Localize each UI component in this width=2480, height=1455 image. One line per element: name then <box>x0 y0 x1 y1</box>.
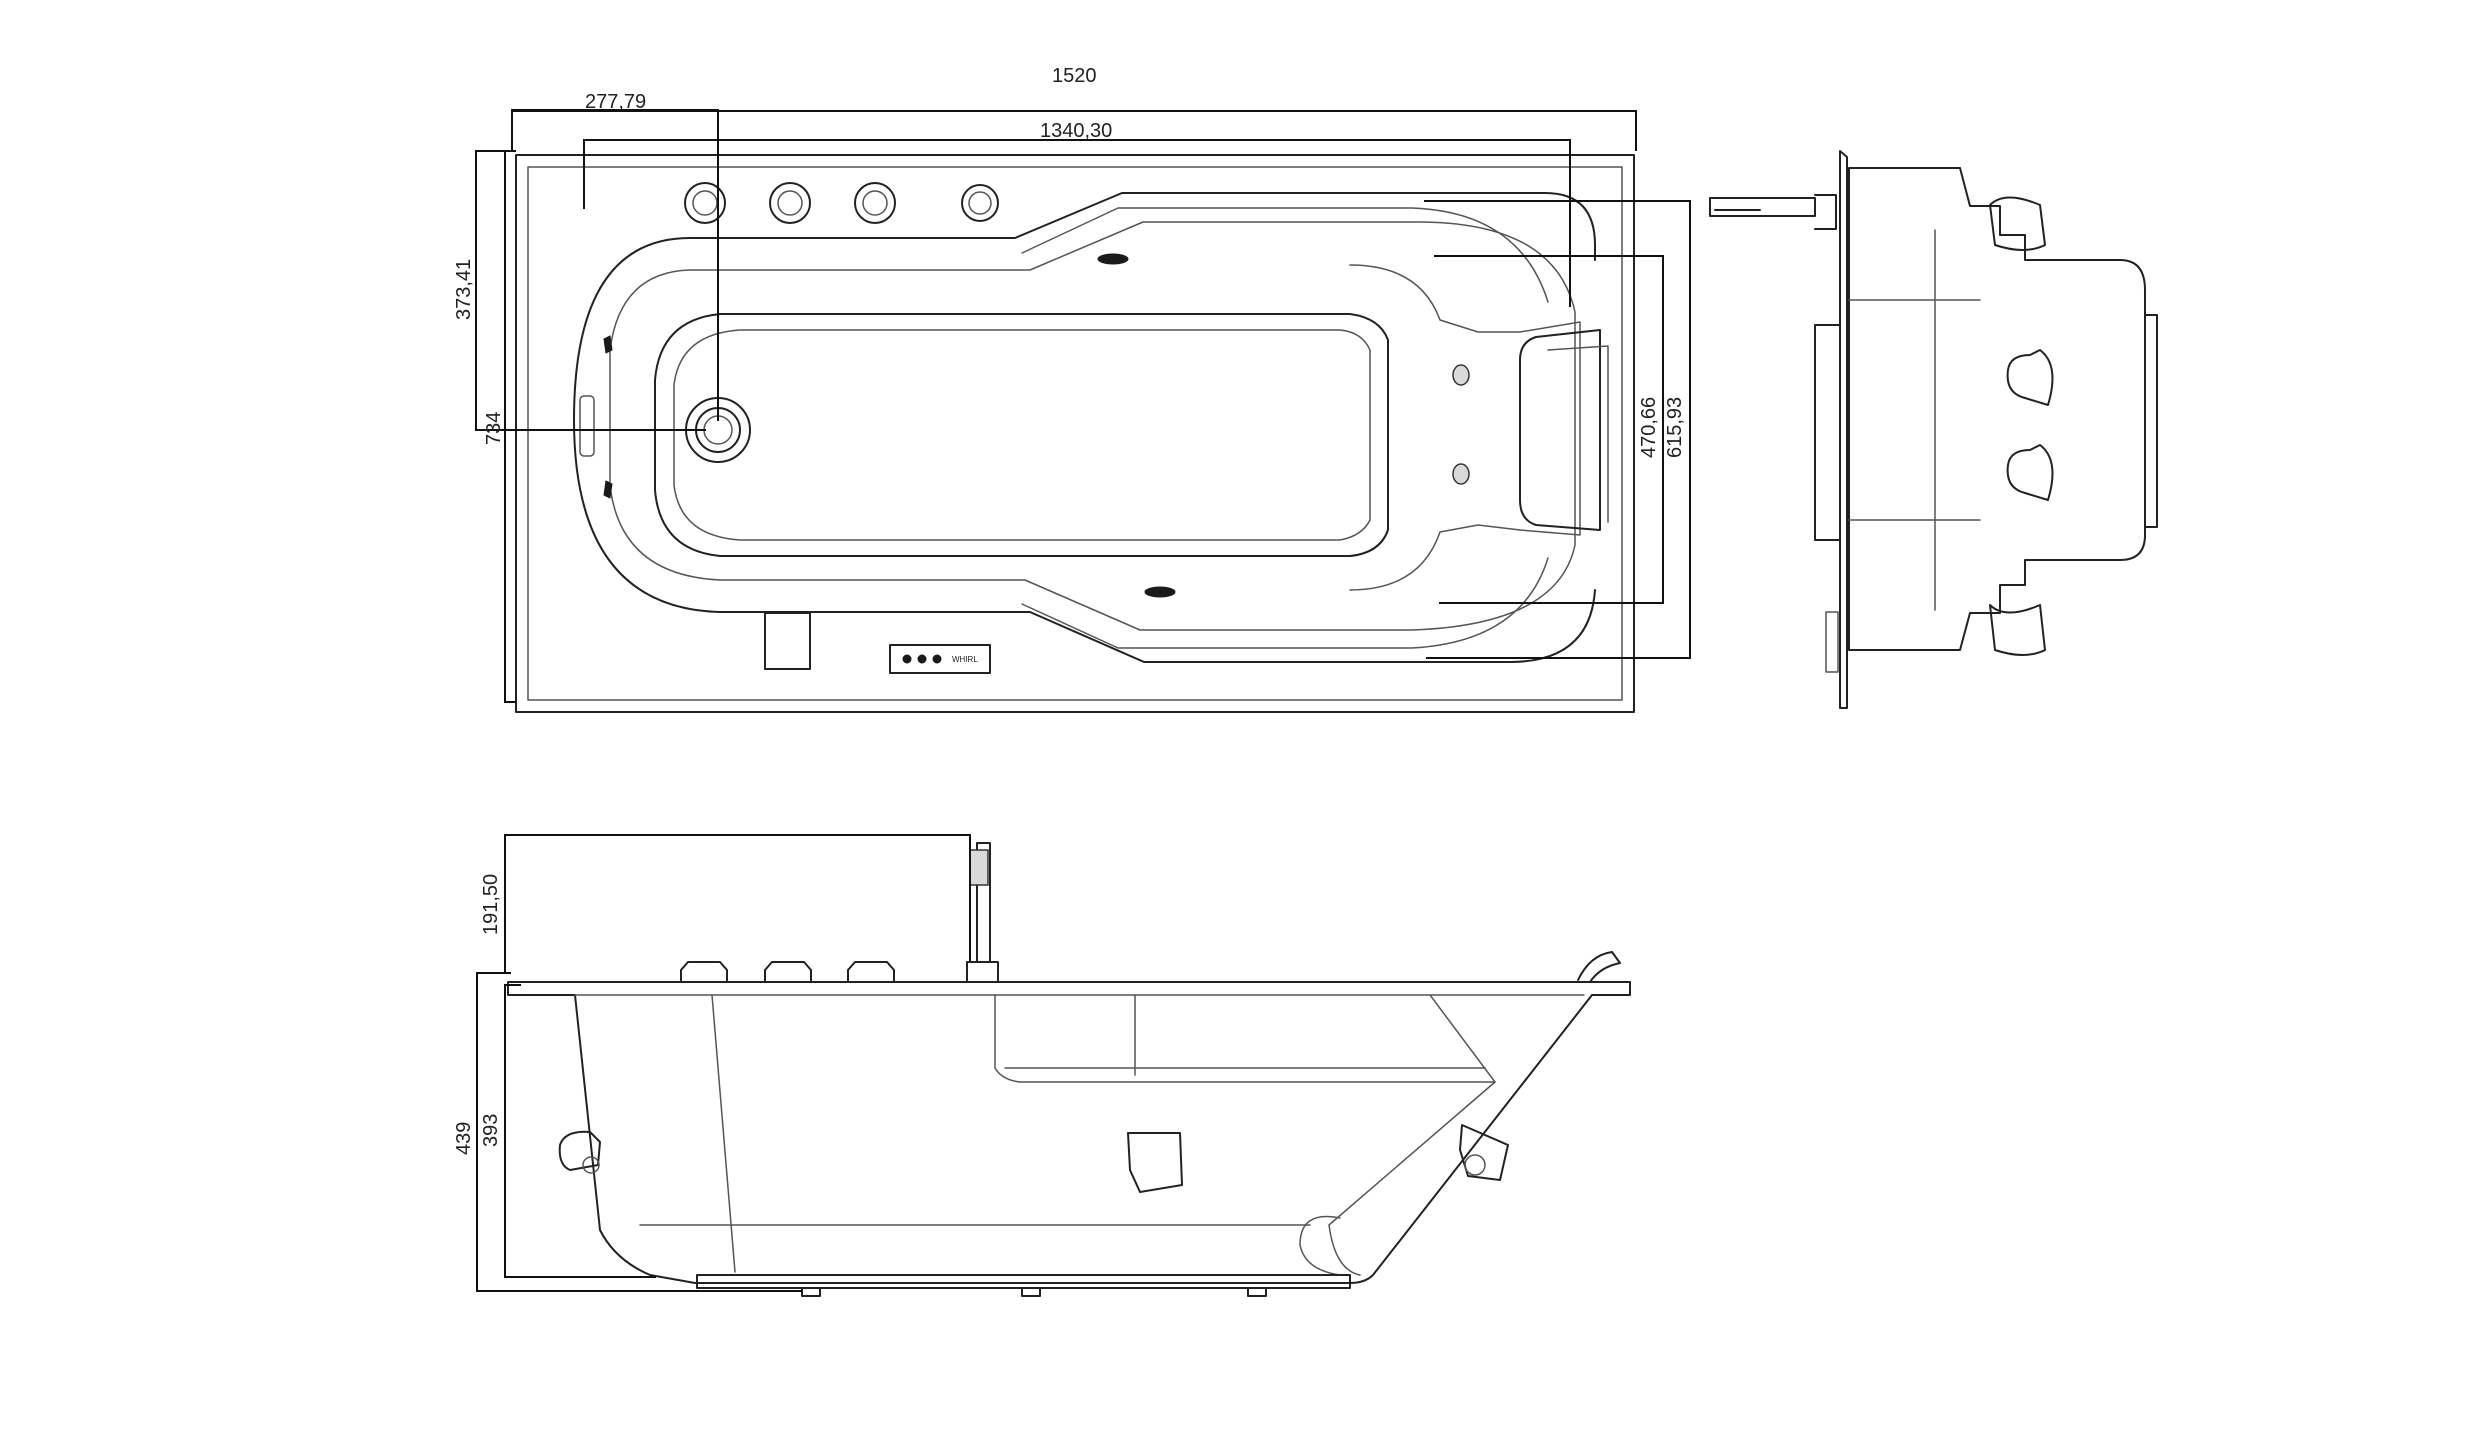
side-view-outline <box>507 981 1631 1284</box>
tub-outer-rim <box>515 154 1635 713</box>
valve-knob-1-inner-icon <box>692 190 718 216</box>
side-shower-handset-icon <box>966 842 999 983</box>
control-button-2-icon <box>917 654 927 664</box>
end-jet-top-icon <box>2006 349 2054 406</box>
side-shower-head-grid <box>969 849 989 886</box>
dimension-line-1340-30 <box>583 139 1571 307</box>
top-dimension-lines: 1520 1340,30 277,79 373,41 734 470,66 61… <box>453 65 1691 703</box>
shower-handle-base-inner-icon <box>968 191 992 215</box>
end-valve-top-icon <box>1989 196 2046 251</box>
end-view-flange <box>1839 150 1848 709</box>
side-valve-2-icon <box>764 961 812 983</box>
dimension-label-470-66: 470,66 <box>1638 397 1660 458</box>
dimension-label-615-93: 615,93 <box>1664 397 1686 458</box>
bottom-right-ledge <box>1021 557 1549 649</box>
end-view-body <box>1848 167 2146 651</box>
shower-head-icon <box>1709 194 1837 230</box>
headrest-pillow-edge <box>1547 345 1609 523</box>
dimension-label-277-79: 277,79 <box>585 91 646 113</box>
dimension-line-393 <box>504 984 656 1278</box>
jet-bottom-1-icon <box>1144 586 1176 598</box>
tub-inner-rim <box>527 166 1623 701</box>
jet-headrest-1-icon <box>1452 364 1470 386</box>
overflow-block <box>764 612 811 670</box>
dimension-label-191-50: 191,50 <box>480 874 502 935</box>
side-grab-handle-icon <box>1577 951 1621 983</box>
valve-knob-2-icon <box>769 182 811 224</box>
side-valve-1-icon <box>680 961 728 983</box>
top-basin-floor <box>654 313 1389 557</box>
side-foot-2-icon <box>1021 1287 1041 1297</box>
valve-knob-1-icon <box>684 182 726 224</box>
top-shower-valves <box>684 182 999 224</box>
side-view-base-frame <box>696 1274 1351 1289</box>
control-button-1-icon <box>902 654 912 664</box>
end-view-hidden-lines <box>1848 229 1981 611</box>
bathtub-top-view: WHIRL 1520 1340,30 277,79 373,41 734 470… <box>453 65 1691 713</box>
dimension-line-439 <box>476 972 803 1292</box>
dimension-line-734 <box>504 150 516 703</box>
end-view-apron <box>1814 324 1841 541</box>
dimension-label-1340-30: 1340,30 <box>1040 120 1112 142</box>
side-view-basin-wall <box>994 994 1496 1083</box>
top-jets <box>579 253 1470 598</box>
side-jet-left-ring-icon <box>582 1156 600 1174</box>
top-basin-floor-inner <box>673 329 1371 541</box>
side-foot-3-icon <box>1247 1287 1267 1297</box>
dimension-line-615-93 <box>1424 200 1691 659</box>
left-grab-bar <box>579 395 595 457</box>
end-view-headrest <box>2144 314 2158 528</box>
side-jet-middle-icon <box>1127 1132 1183 1193</box>
jet-left-2-icon <box>603 480 613 499</box>
jet-left-1-icon <box>603 335 613 354</box>
dimension-label-439: 439 <box>453 1122 475 1155</box>
top-basin-outline <box>573 192 1596 663</box>
side-jet-left-icon <box>558 1130 601 1171</box>
control-panel-label: WHIRL <box>952 655 978 664</box>
side-valve-3-icon <box>847 961 895 983</box>
end-view-bottom-block <box>1825 611 1839 673</box>
side-view-inner-basin <box>1004 1067 1496 1276</box>
bathtub-end-view <box>1709 150 2158 709</box>
valve-knob-3-inner-icon <box>862 190 888 216</box>
dimension-line-470-66 <box>1434 255 1664 604</box>
top-basin-inner-wall <box>609 221 1576 631</box>
control-panel <box>889 644 991 674</box>
dimension-label-373-41: 373,41 <box>453 259 475 320</box>
valve-knob-3-icon <box>854 182 896 224</box>
end-jet-bottom-icon <box>2006 444 2054 501</box>
side-view-hidden-line <box>639 994 1311 1273</box>
bathtub-side-view: 191,50 439 393 <box>453 834 1631 1297</box>
top-right-ledge <box>1021 207 1549 303</box>
dimension-label-393: 393 <box>480 1114 502 1147</box>
side-view-curve-detail <box>1299 1215 1341 1276</box>
dimension-line-373-41 <box>475 150 706 431</box>
side-dimension-lines: 191,50 439 393 <box>453 834 971 1292</box>
control-button-3-icon <box>932 654 942 664</box>
dimension-line-277-79 <box>511 109 719 421</box>
dimension-line-191-50 <box>504 834 971 973</box>
side-jet-right-icon <box>1459 1124 1509 1181</box>
top-headrest-wedge <box>1349 264 1581 591</box>
headrest-pillow <box>1519 329 1601 531</box>
dimension-label-1520: 1520 <box>1052 65 1097 87</box>
jet-headrest-2-icon <box>1452 463 1470 485</box>
valve-knob-2-inner-icon <box>777 190 803 216</box>
jet-top-1-icon <box>1097 253 1129 265</box>
side-jet-right-ring-icon <box>1464 1154 1486 1176</box>
side-foot-1-icon <box>801 1287 821 1297</box>
side-view-valves <box>680 961 895 983</box>
end-valve-bottom-icon <box>1989 604 2046 656</box>
dimension-label-734: 734 <box>483 412 505 445</box>
shower-handle-base-icon <box>961 184 999 222</box>
side-view-feet <box>801 1287 1267 1297</box>
